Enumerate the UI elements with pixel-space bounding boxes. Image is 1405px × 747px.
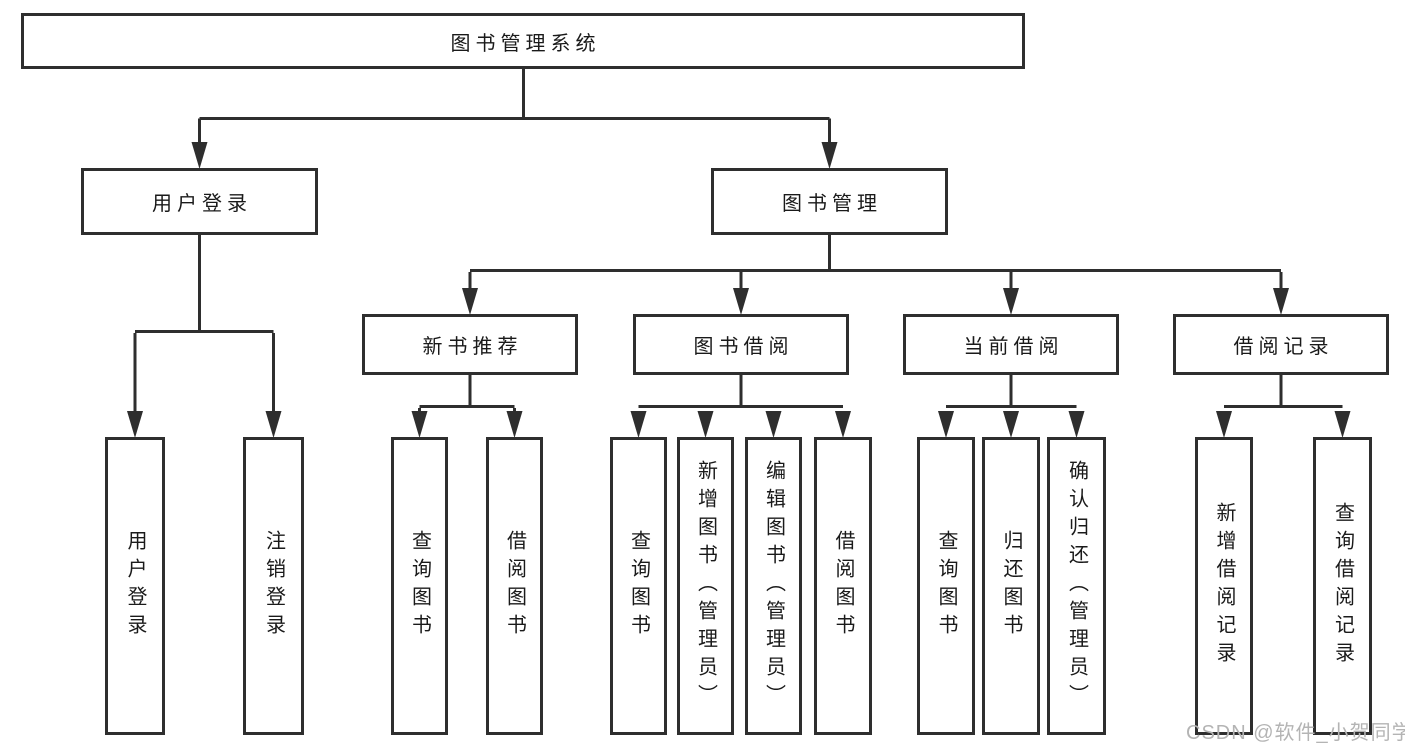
leaf-nb-query-books: 查询图书 — [391, 437, 448, 735]
node-book-management: 图书管理 — [711, 168, 948, 235]
node-current-borrow: 当前借阅 — [903, 314, 1119, 375]
leaf-bb-borrow-books: 借阅图书 — [814, 437, 872, 735]
leaf-br-query-record: 查询借阅记录 — [1313, 437, 1372, 735]
leaf-logout: 注销登录 — [243, 437, 304, 735]
leaf-br-add-record: 新增借阅记录 — [1195, 437, 1253, 735]
node-new-book-recommend: 新书推荐 — [362, 314, 578, 375]
leaf-cb-return-books: 归还图书 — [982, 437, 1040, 735]
leaf-cb-query-books: 查询图书 — [917, 437, 975, 735]
leaf-nb-borrow-books: 借阅图书 — [486, 437, 543, 735]
node-user-login: 用户登录 — [81, 168, 318, 235]
leaf-user-login: 用户登录 — [105, 437, 165, 735]
leaf-bb-add-books-admin: 新增图书（管理员） — [677, 437, 734, 735]
node-borrow-records: 借阅记录 — [1173, 314, 1389, 375]
watermark: CSDN @软件_小贺同学 — [1186, 722, 1405, 744]
leaf-bb-edit-books-admin: 编辑图书（管理员） — [745, 437, 802, 735]
leaf-bb-query-books: 查询图书 — [610, 437, 667, 735]
node-book-borrow: 图书借阅 — [633, 314, 849, 375]
leaf-cb-confirm-return-admin: 确认归还（管理员） — [1047, 437, 1106, 735]
node-library-system: 图书管理系统 — [21, 13, 1025, 69]
